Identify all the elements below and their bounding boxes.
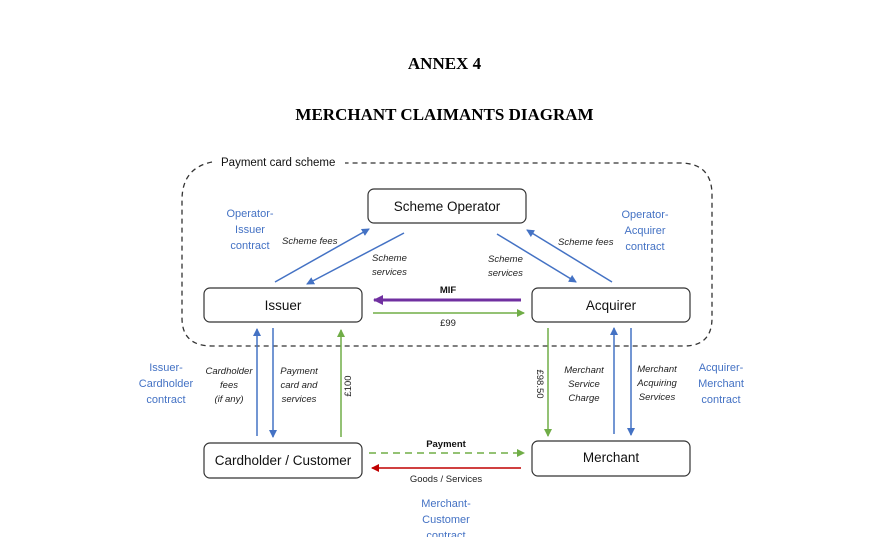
- contract-acquirer-merchant: Acquirer- Merchant contract: [698, 362, 744, 406]
- contract-merchant-customer: Merchant- Customer contract: [421, 498, 471, 537]
- contract-line: contract: [146, 394, 185, 406]
- contract-line: contract: [230, 240, 269, 252]
- contract-line: Issuer-: [149, 362, 183, 374]
- label-mif: MIF: [440, 285, 457, 296]
- label-mas-1: Merchant: [637, 364, 677, 375]
- node-merchant[interactable]: Merchant: [531, 440, 691, 477]
- contract-line: Customer: [422, 514, 470, 526]
- contract-line: Acquirer: [625, 225, 666, 237]
- contract-line: Issuer: [235, 224, 265, 236]
- node-acquirer[interactable]: Acquirer: [531, 287, 691, 323]
- label-cardholder-fees-1: Cardholder: [206, 366, 254, 377]
- diagram-title: MERCHANT CLAIMANTS DIAGRAM: [295, 105, 594, 124]
- label-9850: £98.50: [534, 369, 545, 398]
- node-label: Scheme Operator: [394, 199, 501, 214]
- arrow-operator-to-acquirer-services: [496, 233, 577, 283]
- contract-line: Cardholder: [139, 378, 194, 390]
- label-msc-1: Merchant: [564, 365, 604, 376]
- label-mas-3: Services: [639, 392, 676, 403]
- label-msc-2: Service: [568, 379, 600, 390]
- label-operator-acquirer-services-1: Scheme: [488, 254, 523, 265]
- arrow-acquirer-to-operator-fees: [526, 229, 613, 283]
- label-payment-card-3: services: [282, 394, 317, 405]
- contract-line: Acquirer-: [699, 362, 744, 374]
- label-msc-3: Charge: [568, 393, 599, 404]
- label-acquirer-scheme-fees: Scheme fees: [558, 237, 614, 248]
- label-mas-2: Acquiring: [636, 378, 677, 389]
- node-label: Cardholder / Customer: [215, 453, 352, 468]
- payment-card-scheme-boundary: [181, 161, 713, 347]
- node-issuer[interactable]: Issuer: [203, 287, 363, 323]
- label-operator-issuer-services-1: Scheme: [372, 253, 407, 264]
- node-label: Merchant: [583, 450, 640, 465]
- label-goods-services: Goods / Services: [410, 474, 483, 485]
- annex-heading: ANNEX 4: [407, 54, 482, 73]
- node-scheme-operator[interactable]: Scheme Operator: [367, 188, 527, 224]
- contract-line: contract: [701, 394, 740, 406]
- label-cardholder-fees-2: fees: [220, 380, 238, 391]
- label-issuer-scheme-fees: Scheme fees: [282, 236, 338, 247]
- arrow-issuer-to-operator-fees: [274, 228, 370, 283]
- label-100: £100: [343, 375, 354, 396]
- contract-issuer-cardholder: Issuer- Cardholder contract: [139, 362, 194, 406]
- contract-line: Operator-: [226, 208, 273, 220]
- label-cardholder-fees-3: (if any): [214, 394, 243, 405]
- contract-line: contract: [625, 241, 664, 253]
- label-operator-issuer-services-2: services: [372, 267, 407, 278]
- contract-operator-acquirer: Operator- Acquirer contract: [621, 209, 668, 253]
- label-payment: Payment: [426, 439, 466, 450]
- contract-line: Operator-: [621, 209, 668, 221]
- label-payment-card-1: Payment: [280, 366, 318, 377]
- contract-operator-issuer: Operator- Issuer contract: [226, 208, 273, 252]
- label-99: £99: [440, 318, 456, 329]
- node-label: Issuer: [265, 298, 302, 313]
- contract-line: Merchant-: [421, 498, 471, 510]
- node-label: Acquirer: [586, 298, 637, 313]
- label-payment-card-2: card and: [281, 380, 319, 391]
- contract-line: Merchant: [698, 378, 744, 390]
- scheme-label: Payment card scheme: [221, 157, 335, 169]
- label-operator-acquirer-services-2: services: [488, 268, 523, 279]
- contract-line: contract: [426, 530, 465, 537]
- arrow-operator-to-issuer-services: [306, 232, 405, 285]
- node-cardholder-customer[interactable]: Cardholder / Customer: [203, 442, 363, 479]
